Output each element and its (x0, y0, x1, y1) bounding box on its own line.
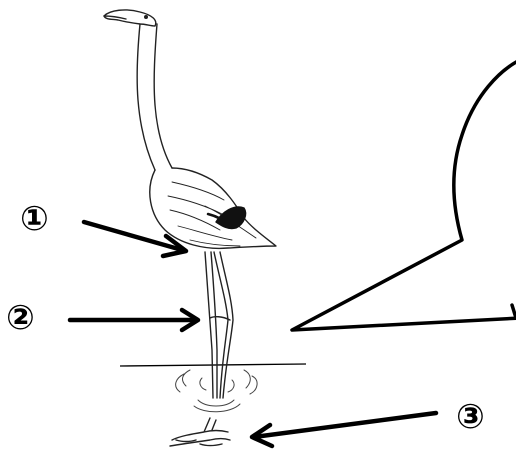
flamingo-illustration (104, 10, 276, 446)
flamingo-leg-left (205, 252, 217, 398)
arrow-3-line (254, 413, 436, 437)
flamingo-neck-front (137, 24, 155, 170)
speech-bubble-outline (292, 60, 516, 330)
pointer-arrows (70, 222, 436, 446)
label-three: ③ (456, 397, 485, 437)
flamingo-feet (170, 418, 230, 446)
flamingo-head (104, 10, 156, 26)
flamingo-eye (145, 16, 148, 19)
flamingo-neck-back (154, 24, 172, 168)
label-two: ② (6, 298, 35, 338)
speech-bubble-tail-end (512, 305, 516, 318)
label-one: ① (20, 199, 49, 239)
speech-bubble (292, 60, 516, 330)
